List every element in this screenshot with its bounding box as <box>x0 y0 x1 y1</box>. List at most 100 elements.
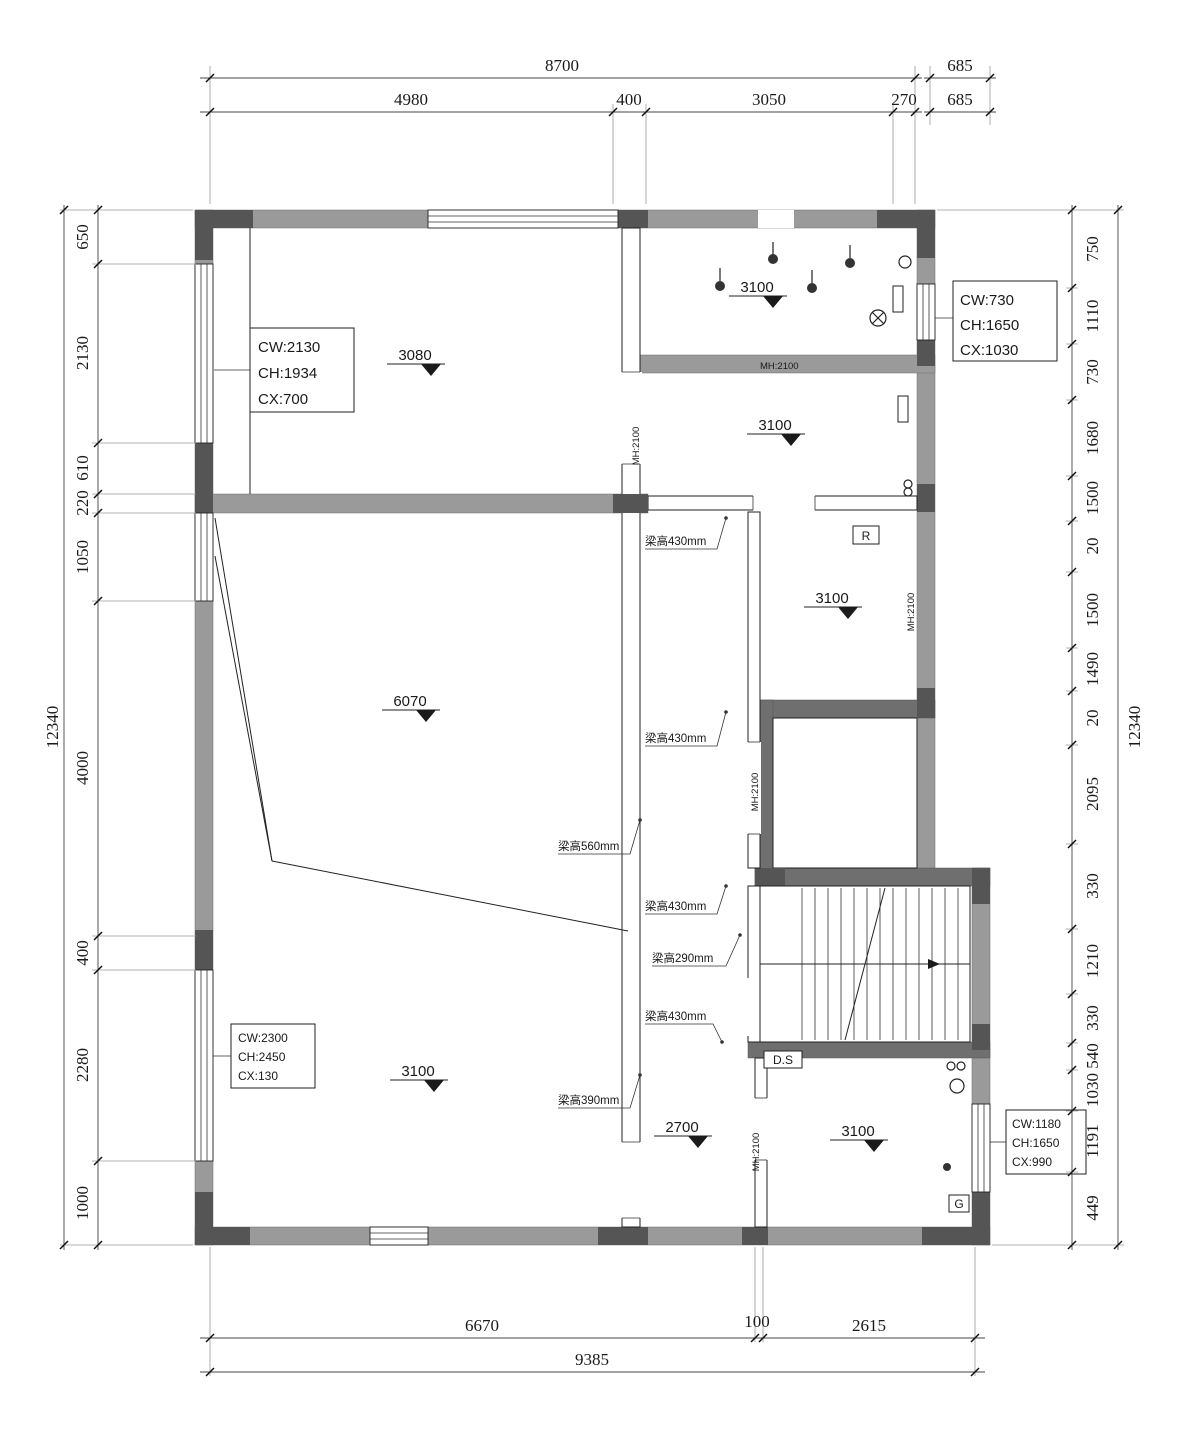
tag-ch: CH:1650 <box>1012 1136 1060 1150</box>
dim-segment: 1000 <box>73 1186 92 1220</box>
pendant-light-icon <box>715 242 855 293</box>
level-marker: 3100 <box>747 417 805 446</box>
shaft-interior <box>772 717 918 869</box>
level-marker: 3080 <box>387 347 445 376</box>
radiator-icon <box>903 479 913 497</box>
beam-annotations: 梁高430mm 梁高430mm 梁高560mm 梁高430mm 梁高290mm … <box>558 516 742 1109</box>
door-height-label: MH:2100 <box>751 1133 762 1172</box>
beam-label: 梁高560mm <box>558 839 619 853</box>
exhaust-fan-icon <box>869 309 887 327</box>
level-marker: 3100 <box>830 1123 888 1152</box>
dim-segment: 330 <box>1083 1005 1102 1031</box>
dim-segment: 2095 <box>1083 777 1102 811</box>
wall-bottom <box>194 1226 991 1246</box>
tag-ch: CH:2450 <box>238 1050 286 1064</box>
beam-note: 梁高430mm <box>645 710 728 747</box>
beam-note: 梁高430mm <box>645 516 728 550</box>
dim-segment: 1500 <box>1083 481 1102 515</box>
level-marker: 6070 <box>382 693 440 722</box>
dim-segment: 6670 <box>465 1316 499 1335</box>
tag-cw: CW:1180 <box>1012 1117 1061 1131</box>
dim-segment: 270 <box>891 90 917 109</box>
dim-segment: 750 <box>1083 236 1102 262</box>
dim-segment: 1490 <box>1083 652 1102 686</box>
dim-segment: 610 <box>73 455 92 481</box>
dim-segment: 20 <box>1083 710 1102 727</box>
door-opening-corridor-1 <box>620 372 642 464</box>
dim-top: 8700 685 4980 400 3050 270 685 <box>200 56 996 204</box>
opening-top <box>758 210 794 228</box>
dim-overall-bottom: 9385 <box>575 1350 609 1369</box>
wall-room-divider-left <box>194 493 649 514</box>
level-value: 2700 <box>665 1119 698 1136</box>
wall-corridor <box>621 227 641 1228</box>
beam-label: 梁高430mm <box>645 534 706 548</box>
stair-arrow-head <box>928 959 940 969</box>
window-left-1 <box>194 263 214 444</box>
tag-cx: CX:990 <box>1012 1155 1052 1169</box>
dim-segment: 220 <box>73 490 92 516</box>
dim-segment: 1500 <box>1083 593 1102 627</box>
door-panel-icon-2 <box>897 395 909 423</box>
level-marker: 3100 <box>390 1063 448 1092</box>
beam-label: 梁高430mm <box>645 1009 706 1023</box>
dim-segment: 730 <box>1083 359 1102 385</box>
beam-label: 梁高430mm <box>645 899 706 913</box>
room-levels: 3080 3100 3100 3100 6070 3100 2700 3100 <box>382 279 888 1152</box>
beam-note: 梁高290mm <box>652 933 742 967</box>
tag-ch: CH:1934 <box>258 365 317 382</box>
bath-fixtures <box>943 1061 966 1171</box>
window-left-3 <box>194 969 214 1162</box>
window-right-lower <box>971 1103 991 1193</box>
door-opening-bath <box>754 1098 768 1160</box>
dim-segment: 1210 <box>1083 944 1102 978</box>
dim-overall-left: 12340 <box>43 706 62 749</box>
dim-segment: 2615 <box>852 1316 886 1335</box>
dim-segment: 2280 <box>73 1048 92 1082</box>
door-height-label: MH:2100 <box>631 427 642 466</box>
dim-segment: 685 <box>947 90 973 109</box>
dim-top-right: 685 <box>947 56 973 75</box>
dim-segment: 449 <box>1083 1195 1102 1221</box>
level-marker: 2700 <box>654 1119 712 1148</box>
door-opening-corridor-right <box>747 742 761 834</box>
shaft-wall-top <box>754 699 936 719</box>
tag-cx: CX:700 <box>258 391 308 408</box>
ceiling-slope-line-1 <box>214 517 273 862</box>
level-value: 3100 <box>758 417 791 434</box>
tag-ch: CH:1650 <box>960 317 1019 334</box>
door-height-label: MH:2100 <box>760 361 799 372</box>
dim-left: 650 2130 610 220 1050 4000 400 2280 1000… <box>43 205 196 1250</box>
beam-note: 梁高430mm <box>645 884 728 915</box>
level-value: 3100 <box>401 1063 434 1080</box>
window-tag: CW:730 CH:1650 CX:1030 <box>935 280 1058 362</box>
door-height-label: MH:2100 <box>906 593 917 632</box>
window-tag: CW:2130 CH:1934 CX:700 <box>214 327 355 413</box>
tag-cw: CW:730 <box>960 292 1014 309</box>
tag-cw: CW:2300 <box>238 1031 288 1045</box>
dim-bottom: 6670 100 2615 9385 <box>200 1247 985 1377</box>
window-tag: CW:2300 CH:2450 CX:130 <box>213 1023 316 1089</box>
ceiling-slope-line-3 <box>271 860 629 932</box>
columns <box>195 210 990 1245</box>
dim-overall-right: 12340 <box>1125 706 1144 749</box>
door-height-labels: MH:2100 MH:2100 MH:2100 MH:2100 MH:2100 <box>631 361 917 1171</box>
window-tag: CW:1180 CH:1650 CX:990 <box>990 1109 1087 1175</box>
misc-labels: R D.S G <box>763 525 970 1213</box>
dim-segment: 1110 <box>1083 300 1102 333</box>
windows <box>194 209 991 1246</box>
door-opening-right-divider <box>753 495 815 511</box>
level-value: 3080 <box>398 347 431 364</box>
level-marker: 3100 <box>804 590 862 619</box>
door-panel-icon <box>892 285 904 313</box>
dim-segment: 2130 <box>73 336 92 370</box>
dim-segment: 540 <box>1083 1043 1102 1069</box>
dim-segment: 330 <box>1083 873 1102 899</box>
beam-note: 梁高390mm <box>558 1073 642 1109</box>
level-value: 3100 <box>841 1123 874 1140</box>
level-value: 3100 <box>740 279 773 296</box>
dim-segment: 20 <box>1083 538 1102 555</box>
dim-segment: 400 <box>616 90 642 109</box>
tag-cw: CW:2130 <box>258 339 320 356</box>
